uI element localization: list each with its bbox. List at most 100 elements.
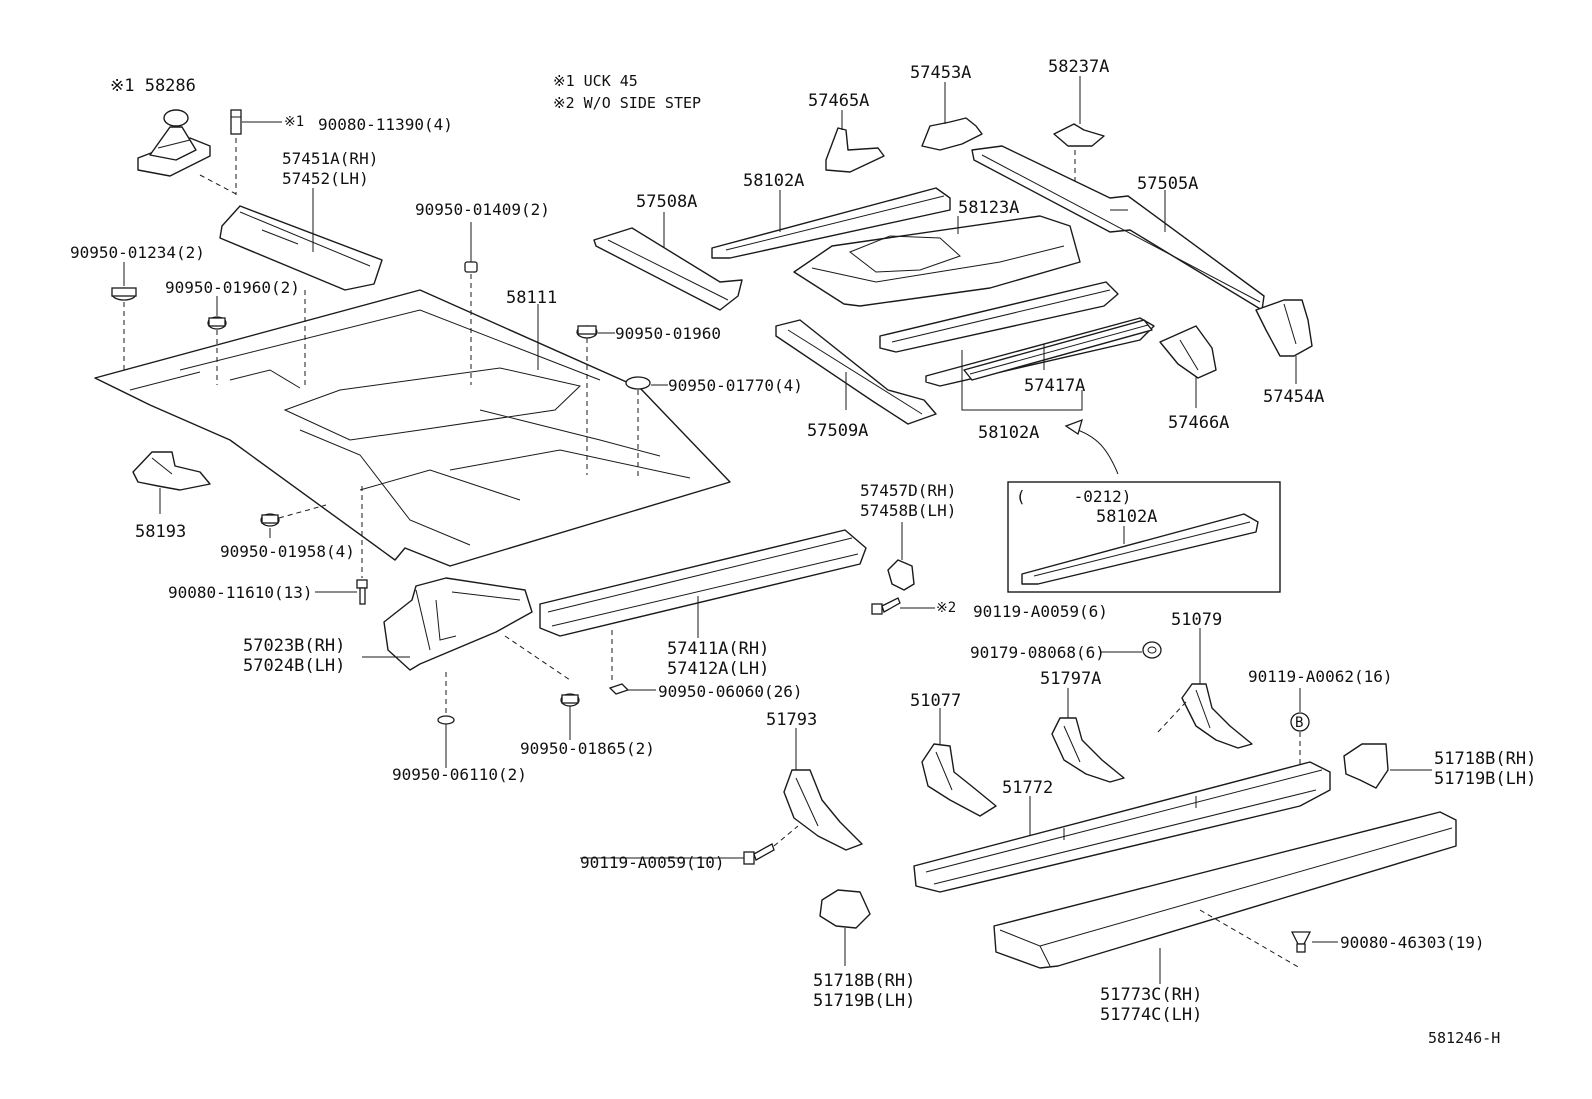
label-58123A: 58123A [958,198,1019,218]
label-57451A: 57451A(RH) [282,149,378,168]
label-90950-01409: 90950-01409(2) [415,200,550,219]
label-58193: 58193 [135,522,186,542]
label-51079: 51079 [1171,610,1222,630]
label-57466A: 57466A [1168,413,1229,433]
label-51719B-bottom: 51719B(LH) [813,991,915,1011]
inset-label-58102A: 58102A [1096,507,1157,527]
label-90950-01770: 90950-01770(4) [668,376,803,395]
label-58237A: 58237A [1048,57,1109,77]
label-90119-A0059-6: 90119-A0059(6) [973,602,1108,621]
part-58102A-inset[interactable] [1021,513,1259,585]
part-57457D-bracket[interactable] [887,559,915,591]
label-90950-01960-2: 90950-01960(2) [165,278,300,297]
part-58111-floor-pan[interactable] [94,289,731,567]
part-58193-bracket[interactable] [132,451,211,491]
label-90950-06110: 90950-06110(2) [392,765,527,784]
label-51797A: 51797A [1040,669,1101,689]
grommet-90950-01865[interactable] [560,693,580,707]
label-90080-11390: 90080-11390(4) [318,115,453,134]
label-57509A: 57509A [807,421,868,441]
plug-90950-06110[interactable] [437,715,455,725]
label-90080-11610: 90080-11610(13) [168,583,313,602]
part-57411A-rocker-panel[interactable] [539,529,867,637]
nut-90179-08068[interactable] [1142,641,1162,659]
label-58102A-top: 58102A [743,171,804,191]
part-57023B-rocker-front[interactable] [383,577,533,671]
note-uck45: ※1 UCK 45 [553,72,638,90]
bolt-90119-A0059-10[interactable] [743,843,775,865]
mark-note1-bolt: ※1 [284,114,304,130]
part-57454A-bracket[interactable] [1255,299,1313,357]
note-wo-side-step: ※2 W/O SIDE STEP [553,94,701,112]
label-57465A: 57465A [808,91,869,111]
label-90950-06060: 90950-06060(26) [658,682,803,701]
part-57505A-rail[interactable] [971,145,1265,311]
label-57417A: 57417A [1024,376,1085,396]
part-51718B-end-cap-front[interactable] [819,889,871,929]
part-51079-step-bracket[interactable] [1181,683,1253,749]
clip-90080-46303[interactable] [1290,931,1312,953]
part-51772-step-frame[interactable] [913,761,1331,893]
label-57505A: 57505A [1137,174,1198,194]
label-58286: ※1 58286 [110,76,196,96]
label-90179-08068: 90179-08068(6) [970,643,1105,662]
drawing-number: 581246-H [1428,1029,1500,1047]
part-58286-shift-boot[interactable] [137,109,211,177]
callout-b-text: B [1295,715,1303,731]
part-58237A-bracket[interactable] [1053,123,1105,147]
part-57508A-rail[interactable] [593,227,743,311]
label-51719B-right: 51719B(LH) [1434,769,1536,789]
inset-box [1007,481,1281,593]
label-57023B: 57023B(RH) [243,636,345,656]
part-57466A-bracket[interactable] [1159,325,1217,379]
label-90950-01958: 90950-01958(4) [220,542,355,561]
part-57509A-rail[interactable] [775,319,937,425]
label-57453A: 57453A [910,63,971,83]
part-51077-step-bracket[interactable] [921,743,997,817]
label-51718B-bottom: 51718B(RH) [813,971,915,991]
label-90119-A0059-10: 90119-A0059(10) [580,853,725,872]
part-51773C-running-board[interactable] [993,811,1457,969]
label-90950-01960: 90950-01960 [615,324,721,343]
label-57024B: 57024B(LH) [243,656,345,676]
grommet-90950-01409[interactable] [464,261,478,273]
part-51718B-end-cap-rear[interactable] [1343,743,1389,789]
label-57411A: 57411A(RH) [667,639,769,659]
label-57457D: 57457D(RH) [860,481,956,500]
part-58102A-crossmember-top[interactable] [711,187,951,259]
part-57417A-crossmember[interactable] [963,319,1153,381]
bolt-90080-11610[interactable] [356,579,368,605]
label-57412A: 57412A(LH) [667,659,769,679]
mark-note2-bolt: ※2 [936,600,956,616]
part-57453A-bracket[interactable] [921,117,983,151]
part-57465A-bracket[interactable] [825,127,885,173]
bolt-90119-A0059-6[interactable] [871,597,901,615]
label-57454A: 57454A [1263,387,1324,407]
part-51797A-step-bracket[interactable] [1051,717,1125,783]
plug-90950-06060[interactable] [608,683,630,695]
bolt-90080-11390[interactable] [230,109,242,135]
label-51774C: 51774C(LH) [1100,1005,1202,1025]
label-90119-A0062: 90119-A0062(16) [1248,667,1393,686]
label-58102A-bottom: 58102A [978,423,1039,443]
label-51718B-right: 51718B(RH) [1434,749,1536,769]
label-51793: 51793 [766,710,817,730]
part-58123A-floor-rear[interactable] [793,215,1081,307]
label-57452: 57452(LH) [282,169,369,188]
grommet-90950-01960[interactable] [576,325,598,339]
label-51772: 51772 [1002,778,1053,798]
plug-90950-01770[interactable] [625,376,651,390]
label-90950-01865: 90950-01865(2) [520,739,655,758]
label-51773C: 51773C(RH) [1100,985,1202,1005]
label-90950-01234: 90950-01234(2) [70,243,205,262]
grommet-90950-01234[interactable] [111,287,137,301]
grommet-90950-01960-2[interactable] [207,316,227,330]
inset-date-range: ( -0212) [1016,487,1131,506]
part-57451A-bracket[interactable] [219,205,383,291]
label-57458B: 57458B(LH) [860,501,956,520]
label-51077: 51077 [910,691,961,711]
part-51793-step-bracket[interactable] [783,769,863,851]
grommet-90950-01958[interactable] [260,513,280,527]
callout-b-marker: B [1290,712,1310,732]
